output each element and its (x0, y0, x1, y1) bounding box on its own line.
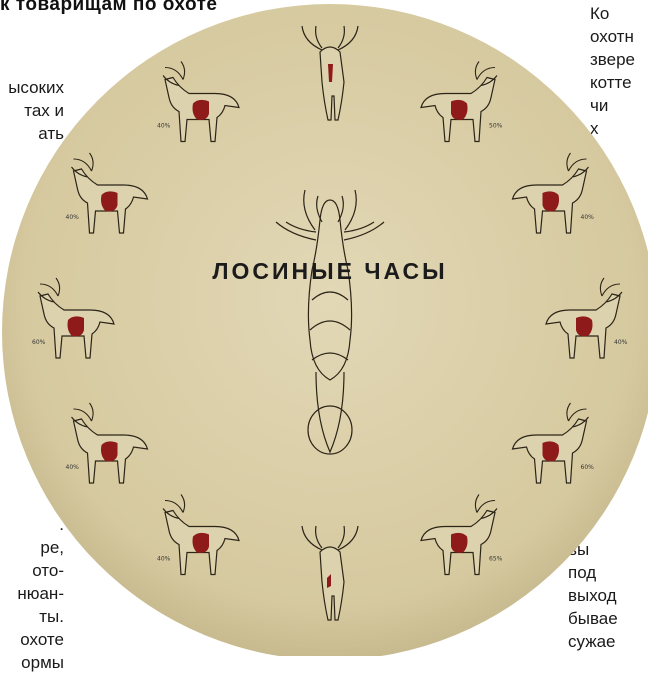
heart-zone-mark (451, 533, 468, 553)
percent-label: 40% (157, 123, 171, 130)
heart-zone-mark (543, 441, 560, 461)
moose-clock-svg: ЛОСИНЫЕ ЧАСЫ 50% 40% 40% 60% 65% 40% 40% 60% 40%… (0, 0, 648, 656)
heart-zone-mark (101, 441, 118, 461)
heart-zone-mark (576, 316, 593, 336)
heart-zone-mark (451, 100, 468, 120)
clock-title: ЛОСИНЫЕ ЧАСЫ (212, 258, 447, 284)
heart-zone-mark (101, 191, 118, 211)
percent-label: 40% (66, 214, 80, 221)
percent-label: 40% (157, 556, 171, 563)
percent-label: 40% (614, 339, 628, 346)
percent-label: 60% (581, 464, 595, 471)
percent-label: 60% (32, 339, 46, 346)
moose-clock-illustration: ЛОСИНЫЕ ЧАСЫ 50% 40% 40% 60% 65% 40% 40% 60% 40%… (0, 0, 648, 656)
heart-zone-mark (543, 191, 560, 211)
heart-zone-mark (193, 100, 210, 120)
percent-label: 50% (489, 123, 503, 130)
percent-label: 40% (581, 214, 595, 221)
heart-zone-mark (68, 316, 85, 336)
percent-label: 40% (66, 464, 80, 471)
heart-zone-mark (193, 533, 210, 553)
percent-label: 65% (489, 556, 503, 563)
